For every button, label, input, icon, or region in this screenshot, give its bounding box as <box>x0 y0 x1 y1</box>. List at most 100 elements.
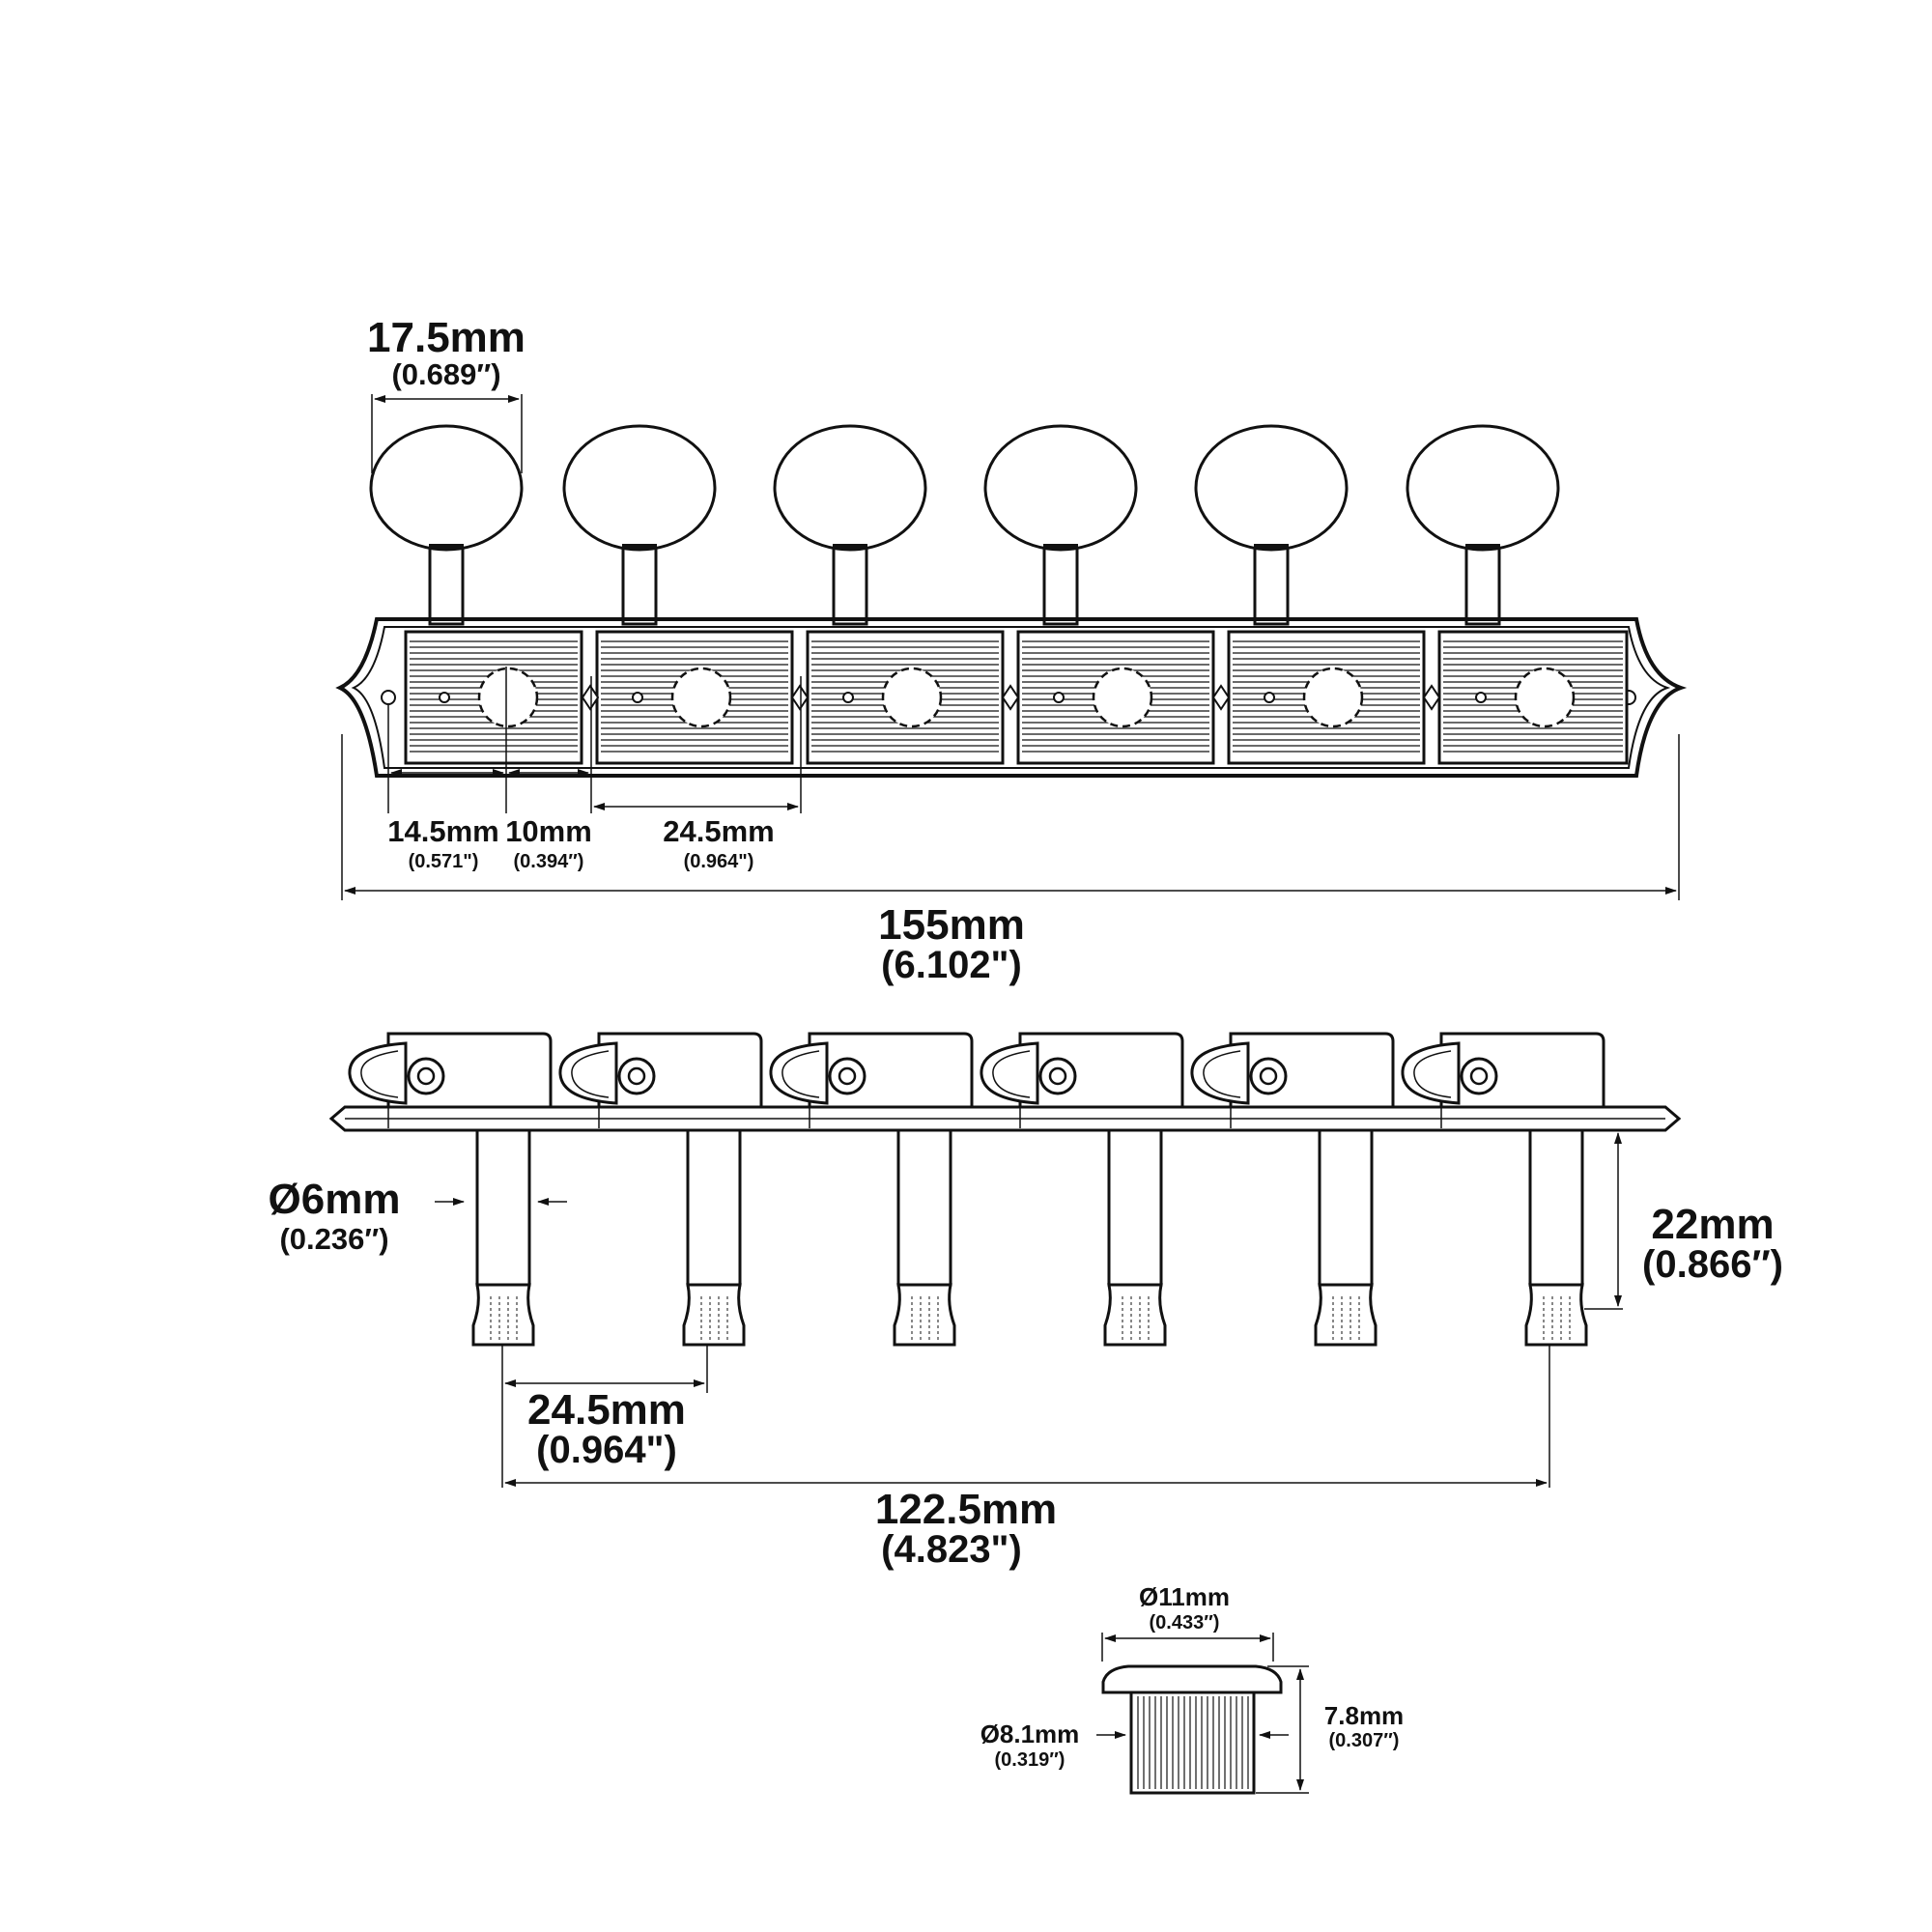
side-tuner-4 <box>980 1032 1184 1347</box>
side-post-tip <box>682 1283 746 1347</box>
post-hidden-circle <box>477 667 539 728</box>
knob-button <box>562 424 717 552</box>
gear-housing-2 <box>595 630 794 765</box>
post-hidden-circle <box>1302 667 1364 728</box>
housing-joint-4 <box>1211 684 1231 711</box>
tuner-knob-6 <box>1406 424 1560 626</box>
side-screw-center <box>416 1066 436 1086</box>
knob-width-in-label: (0.689″) <box>391 357 500 391</box>
side-post-spacing-mm-label: 24.5mm <box>527 1386 686 1434</box>
knob-collar <box>1254 544 1289 550</box>
side-knob-edge <box>571 1050 610 1098</box>
side-tuner-5 <box>1190 1032 1395 1347</box>
screw-hole <box>632 692 643 703</box>
gear-housing-5 <box>1227 630 1426 765</box>
bushing-flange-in-label: (0.433″) <box>1150 1612 1220 1634</box>
post-spacing-mm-label: 24.5mm <box>663 814 774 848</box>
side-knob-edge <box>781 1050 820 1098</box>
post-hidden-circle <box>881 667 943 728</box>
post-height-mm-label: 22mm <box>1651 1201 1774 1248</box>
side-post <box>475 1128 531 1287</box>
overall-length-mm-label: 155mm <box>878 901 1025 949</box>
bushing-body-mm-label: Ø8.1mm <box>980 1719 1080 1748</box>
side-tuner-6 <box>1401 1032 1605 1347</box>
side-tuner-2 <box>558 1032 763 1347</box>
knob-button <box>1406 424 1560 552</box>
gear-housing-1 <box>404 630 583 765</box>
screw-hole <box>1475 692 1487 703</box>
side-knob-edge <box>1203 1050 1241 1098</box>
side-knob <box>348 1041 408 1105</box>
side-base-plate <box>328 1105 1682 1132</box>
bushing-height-dimension: 7.8mm (0.307″) <box>1256 1665 1404 1794</box>
side-knob-edge <box>992 1050 1031 1098</box>
side-view: Ø6mm (0.236″) 22mm (0.866″) 24.5mm (0.96… <box>269 1032 1783 1571</box>
plate-spacing-dimensions: 14.5mm (0.571") 10mm (0.394″) 24.5mm (0.… <box>387 667 802 872</box>
post-spacing-in-label: (0.964") <box>684 851 754 872</box>
overall-length-dimension: 155mm (6.102") <box>341 734 1680 986</box>
side-knob-edge <box>1413 1050 1452 1098</box>
housing-joint-3 <box>1001 684 1020 711</box>
side-post <box>896 1128 952 1287</box>
knob-shaft <box>1042 545 1079 626</box>
bushing-body-dimension: Ø8.1mm (0.319″) <box>980 1719 1289 1771</box>
post-diameter-in-label: (0.236″) <box>279 1222 388 1256</box>
bushing-view: Ø11mm (0.433″) Ø8.1mm (0.319″) 7.8mm (0.… <box>980 1582 1404 1795</box>
side-post-tip <box>471 1283 535 1347</box>
post-hidden-circle <box>670 667 732 728</box>
post-diameter-mm-label: Ø6mm <box>269 1176 401 1223</box>
knob-collar <box>1043 544 1078 550</box>
knob-shaft <box>621 545 658 626</box>
tuner-knob-1 <box>369 424 524 626</box>
side-tuner-row <box>348 1032 1605 1347</box>
screw-hole <box>842 692 854 703</box>
side-screw-center <box>1259 1066 1278 1086</box>
side-post <box>1528 1128 1584 1287</box>
knob-button <box>369 424 524 552</box>
post-height-dimension: 22mm (0.866″) <box>1584 1129 1783 1310</box>
side-post-spacing-dimension: 24.5mm (0.964") <box>501 1345 1550 1488</box>
bushing-height-in-label: (0.307″) <box>1329 1730 1400 1751</box>
side-knob <box>980 1041 1039 1105</box>
side-post <box>1107 1128 1163 1287</box>
screw-hole <box>1264 692 1275 703</box>
side-knob <box>769 1041 829 1105</box>
gear-housing-row <box>404 630 1629 765</box>
side-knob <box>1401 1041 1461 1105</box>
side-post-tip <box>1103 1283 1167 1347</box>
knob-width-mm-label: 17.5mm <box>367 314 526 361</box>
tuner-knob-4 <box>983 424 1138 626</box>
knob-button <box>983 424 1138 552</box>
knob-width-dimension: 17.5mm (0.689″) <box>367 314 526 473</box>
side-post-tip <box>1524 1283 1588 1347</box>
edge-to-post-mm-label: 14.5mm <box>387 814 498 848</box>
knob-collar <box>1465 544 1500 550</box>
side-knob <box>558 1041 618 1105</box>
post-to-screw-in-label: (0.394″) <box>514 851 584 872</box>
knob-row <box>369 424 1560 626</box>
side-knob-edge <box>360 1050 399 1098</box>
bushing-knurl <box>1137 1696 1249 1789</box>
knob-shaft <box>1464 545 1501 626</box>
side-screw-center <box>1469 1066 1489 1086</box>
post-height-in-label: (0.866″) <box>1642 1243 1783 1286</box>
top-view: 17.5mm (0.689″) 14.5mm (0.571") 10mm (0.… <box>335 314 1688 986</box>
edge-to-post-in-label: (0.571") <box>409 851 479 872</box>
knob-collar <box>429 544 464 550</box>
gear-housing-4 <box>1016 630 1215 765</box>
knob-button <box>1194 424 1349 552</box>
screw-hole <box>439 692 450 703</box>
housing-joint-5 <box>1422 684 1441 711</box>
knob-shaft <box>832 545 868 626</box>
bushing-body-in-label: (0.319″) <box>995 1749 1065 1771</box>
side-post-tip <box>1314 1283 1378 1347</box>
knob-shaft <box>1253 545 1290 626</box>
side-screw-center <box>838 1066 857 1086</box>
side-post <box>686 1128 742 1287</box>
post-hidden-circle <box>1514 667 1576 728</box>
outer-posts-span-dimension: 122.5mm (4.823") <box>504 1479 1548 1571</box>
side-tuner-3 <box>769 1032 974 1347</box>
side-tuner-1 <box>348 1032 553 1347</box>
side-post-spacing-in-label: (0.964") <box>536 1429 677 1471</box>
side-post-tip <box>893 1283 956 1347</box>
